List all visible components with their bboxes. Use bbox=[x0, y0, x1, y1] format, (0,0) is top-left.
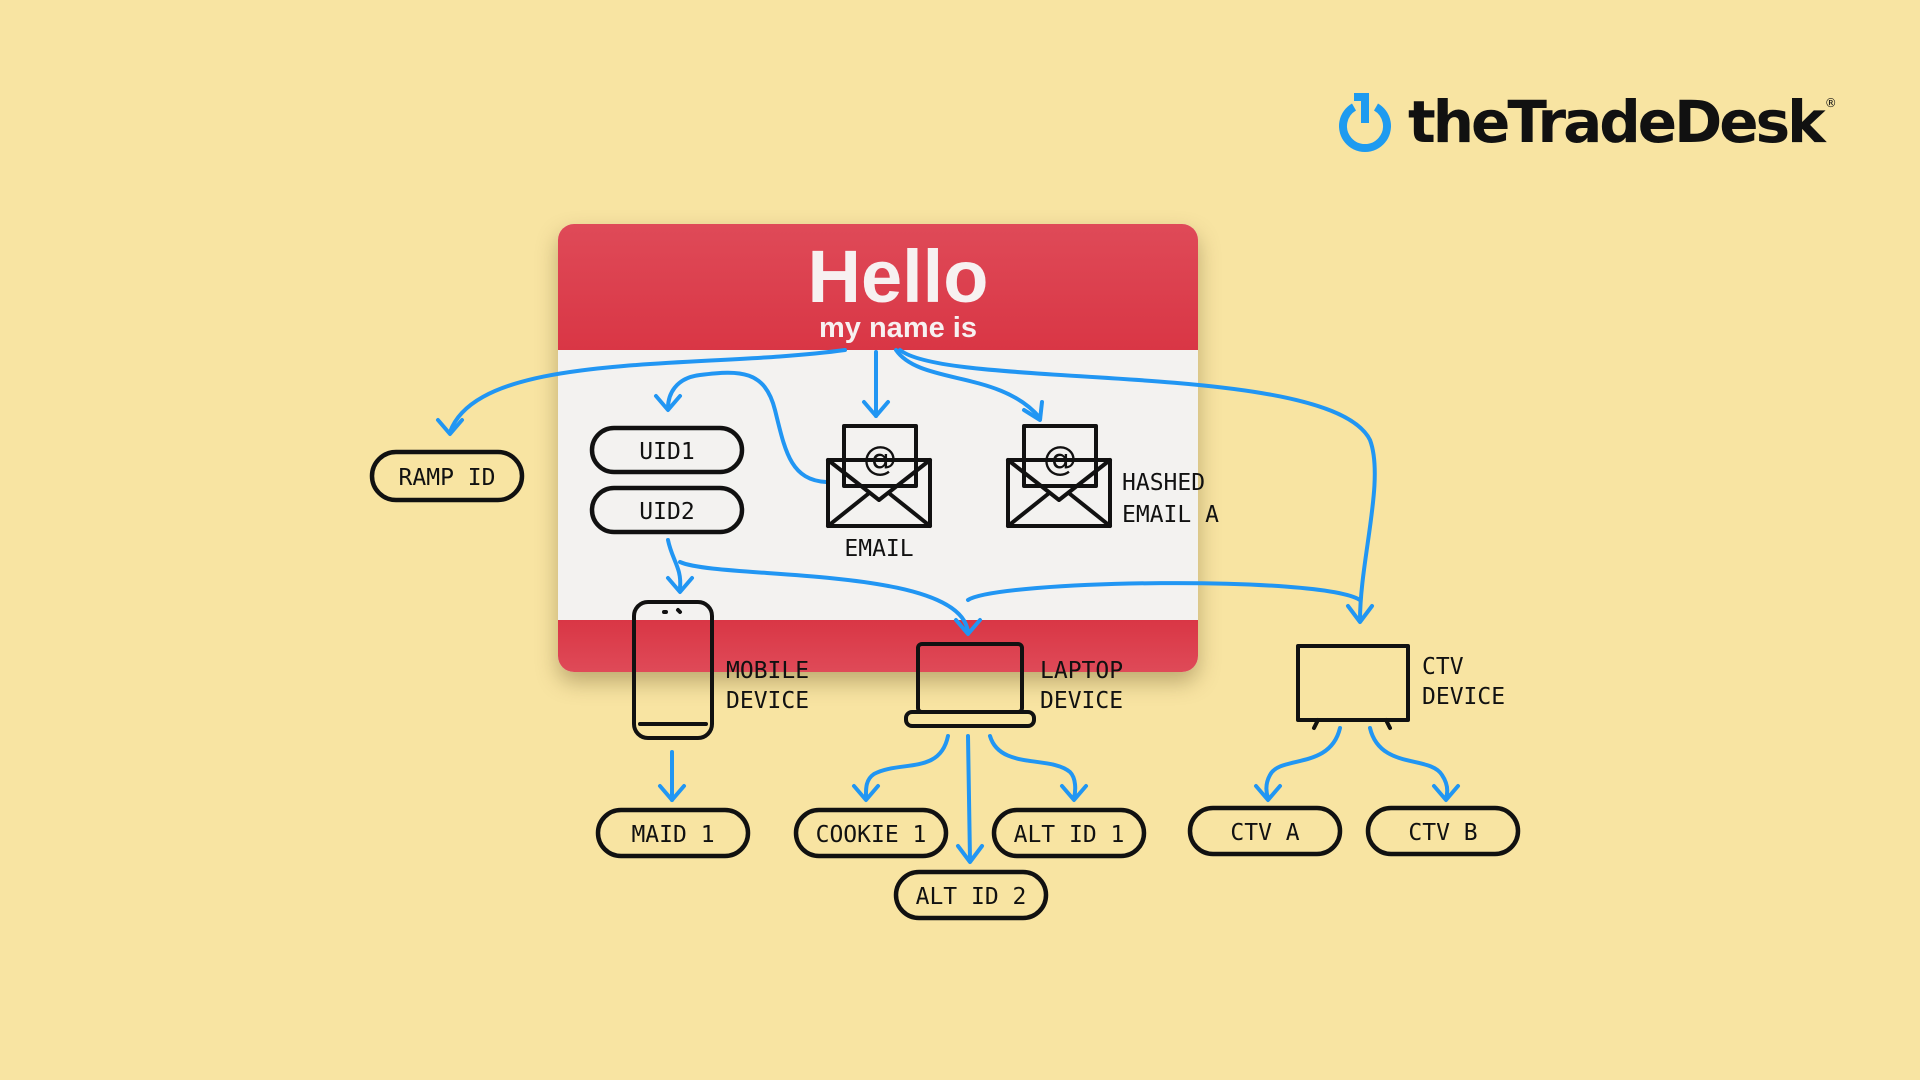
uid1-label: UID1 bbox=[639, 439, 694, 465]
arrow-laptop bbox=[678, 560, 970, 634]
arrow-cookie bbox=[863, 734, 950, 800]
registered-mark: ® bbox=[1824, 96, 1837, 110]
laptop-label-1: LAPTOP bbox=[1040, 658, 1123, 684]
arrow-head-ctv-device bbox=[1346, 604, 1374, 624]
svg-text:@: @ bbox=[863, 439, 897, 479]
ramp-id-pill: RAMP ID bbox=[369, 449, 525, 503]
arrow-uid1 bbox=[666, 370, 828, 484]
ramp-id-label: RAMP ID bbox=[399, 465, 496, 491]
hashed-email-label-1: HASHED bbox=[1122, 470, 1205, 496]
altid1-label: ALT ID 1 bbox=[1014, 822, 1125, 848]
arrow-head-cookie bbox=[852, 784, 880, 802]
ctva-label: CTV A bbox=[1230, 820, 1299, 846]
cookie1-pill: COOKIE 1 bbox=[793, 807, 949, 859]
arrow-head-mobile bbox=[666, 576, 694, 594]
arrow-email-head bbox=[862, 400, 890, 418]
name-badge: Hello my name is bbox=[558, 224, 1198, 672]
arrow-ctv-device bbox=[898, 348, 1377, 622]
ctvb-pill: CTV B bbox=[1365, 805, 1521, 857]
mobile-label-2: DEVICE bbox=[726, 688, 809, 714]
altid1-pill: ALT ID 1 bbox=[991, 807, 1147, 859]
arrow-head-maid bbox=[658, 784, 686, 802]
altid2-label: ALT ID 2 bbox=[916, 884, 1027, 910]
badge-bottom-band bbox=[558, 620, 1198, 672]
maid1-pill: MAID 1 bbox=[595, 807, 751, 859]
arrow-altid1 bbox=[988, 734, 1078, 800]
arrow-head-altid2 bbox=[956, 844, 984, 864]
uid1-pill: UID1 bbox=[589, 425, 745, 475]
arrow-head-ctva bbox=[1254, 784, 1282, 802]
ctv-label-2: DEVICE bbox=[1422, 684, 1505, 710]
laptop-label-2: DEVICE bbox=[1040, 688, 1123, 714]
logo-wordmark: theTradeDesk bbox=[1408, 88, 1826, 156]
badge-subtitle: my name is bbox=[819, 312, 977, 344]
arrow-hashed-email bbox=[894, 348, 1042, 420]
email-label: EMAIL bbox=[844, 536, 913, 562]
arrow-mobile bbox=[666, 538, 683, 590]
ctva-pill: CTV A bbox=[1187, 805, 1343, 857]
svg-text:@: @ bbox=[1043, 439, 1077, 479]
arrow-ctva bbox=[1264, 726, 1342, 800]
ctvb-label: CTV B bbox=[1408, 820, 1477, 846]
trade-desk-logo: theTradeDesk ® bbox=[1336, 86, 1837, 158]
arrow-head-uid1 bbox=[654, 394, 682, 412]
arrow-head-laptop bbox=[954, 618, 982, 636]
ctv-label-1: CTV bbox=[1422, 654, 1464, 680]
hashed-email-label-2: EMAIL A bbox=[1122, 502, 1219, 528]
mobile-label-1: MOBILE bbox=[726, 658, 809, 684]
arrow-head-altid1 bbox=[1060, 784, 1088, 802]
arrow-laptop-merge bbox=[966, 581, 1362, 602]
arrow-head-ctvb bbox=[1432, 784, 1460, 802]
hashed-email-envelope-icon: @ bbox=[1006, 424, 1112, 528]
badge-hello: Hello bbox=[807, 235, 989, 318]
arrow-head-ramp-id bbox=[436, 418, 464, 436]
arrow-altid2 bbox=[966, 734, 972, 862]
uid2-pill: UID2 bbox=[589, 485, 745, 535]
mobile-phone-icon bbox=[632, 600, 714, 740]
power-icon bbox=[1339, 93, 1391, 153]
tv-icon bbox=[1296, 644, 1410, 730]
cookie1-label: COOKIE 1 bbox=[816, 822, 927, 848]
arrow-ctvb bbox=[1368, 726, 1450, 800]
email-envelope-icon: @ bbox=[826, 424, 932, 528]
arrow-ramp-id bbox=[448, 348, 847, 434]
arrow-head-hashed-email bbox=[1022, 400, 1044, 422]
uid2-label: UID2 bbox=[639, 499, 694, 525]
badge-top-band bbox=[558, 224, 1198, 350]
laptop-icon bbox=[904, 642, 1036, 728]
altid2-pill: ALT ID 2 bbox=[893, 869, 1049, 921]
maid1-label: MAID 1 bbox=[631, 822, 714, 848]
connector-arrows bbox=[436, 348, 1460, 864]
